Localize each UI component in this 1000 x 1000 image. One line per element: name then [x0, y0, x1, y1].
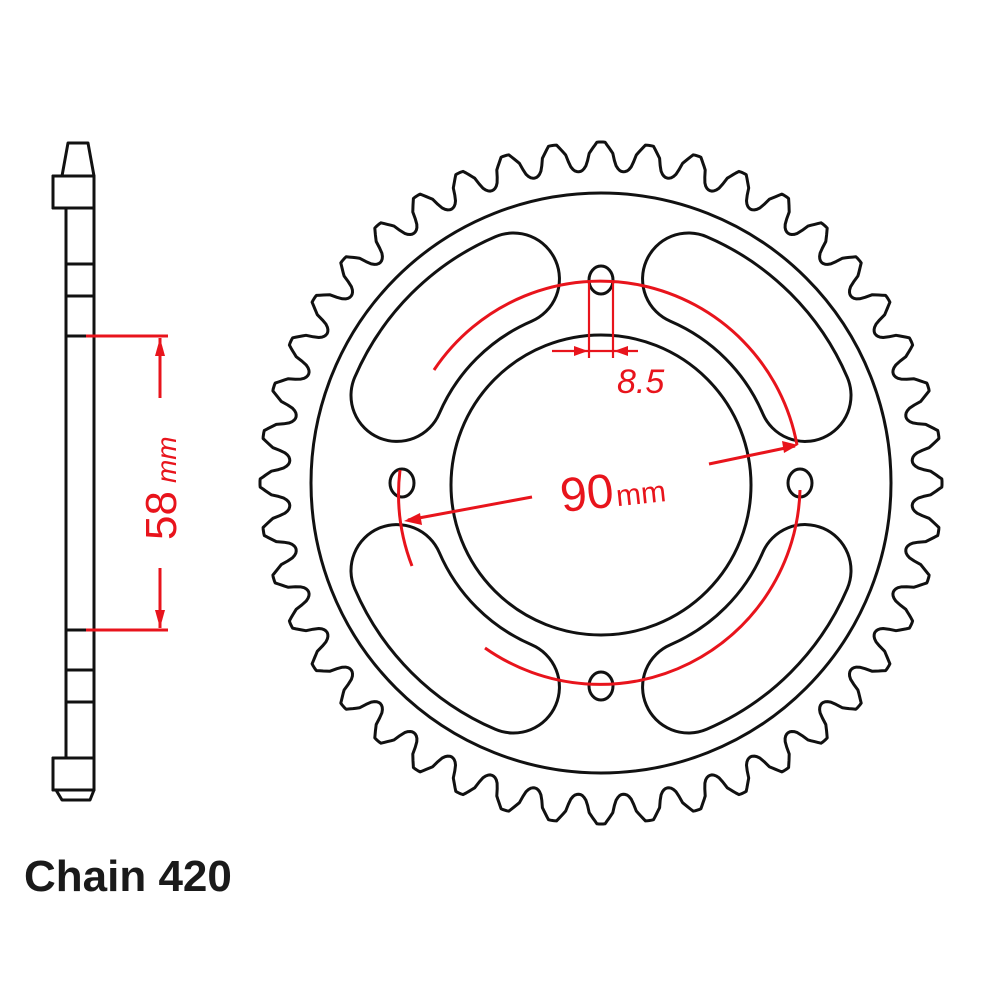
hub-thickness-dimension: 58mm — [86, 334, 186, 632]
sprocket-teeth-outline — [258, 140, 944, 826]
lightening-slot — [641, 523, 853, 735]
inner-ring — [309, 191, 893, 775]
lightening-slot — [349, 231, 561, 443]
hub-thickness-label: 58mm — [137, 436, 186, 540]
lightening-slot — [349, 523, 561, 735]
hub-bore — [449, 333, 753, 637]
chain-size-caption: Chain 420 — [24, 852, 232, 901]
bolt-hole-left — [388, 467, 416, 499]
lightening-slots — [349, 231, 853, 735]
bolt-hole-dimension: 8.5 — [552, 283, 664, 401]
lightening-slot — [641, 231, 853, 443]
bolt-hole-label: 8.5 — [617, 363, 664, 401]
bolt-circle-dimension: 90mm — [397, 279, 802, 686]
bolt-circle-label: 90mm — [558, 459, 668, 523]
side-profile-view — [51, 141, 96, 802]
sprocket-front-view — [258, 140, 944, 826]
bolt-hole-bottom — [587, 670, 615, 702]
